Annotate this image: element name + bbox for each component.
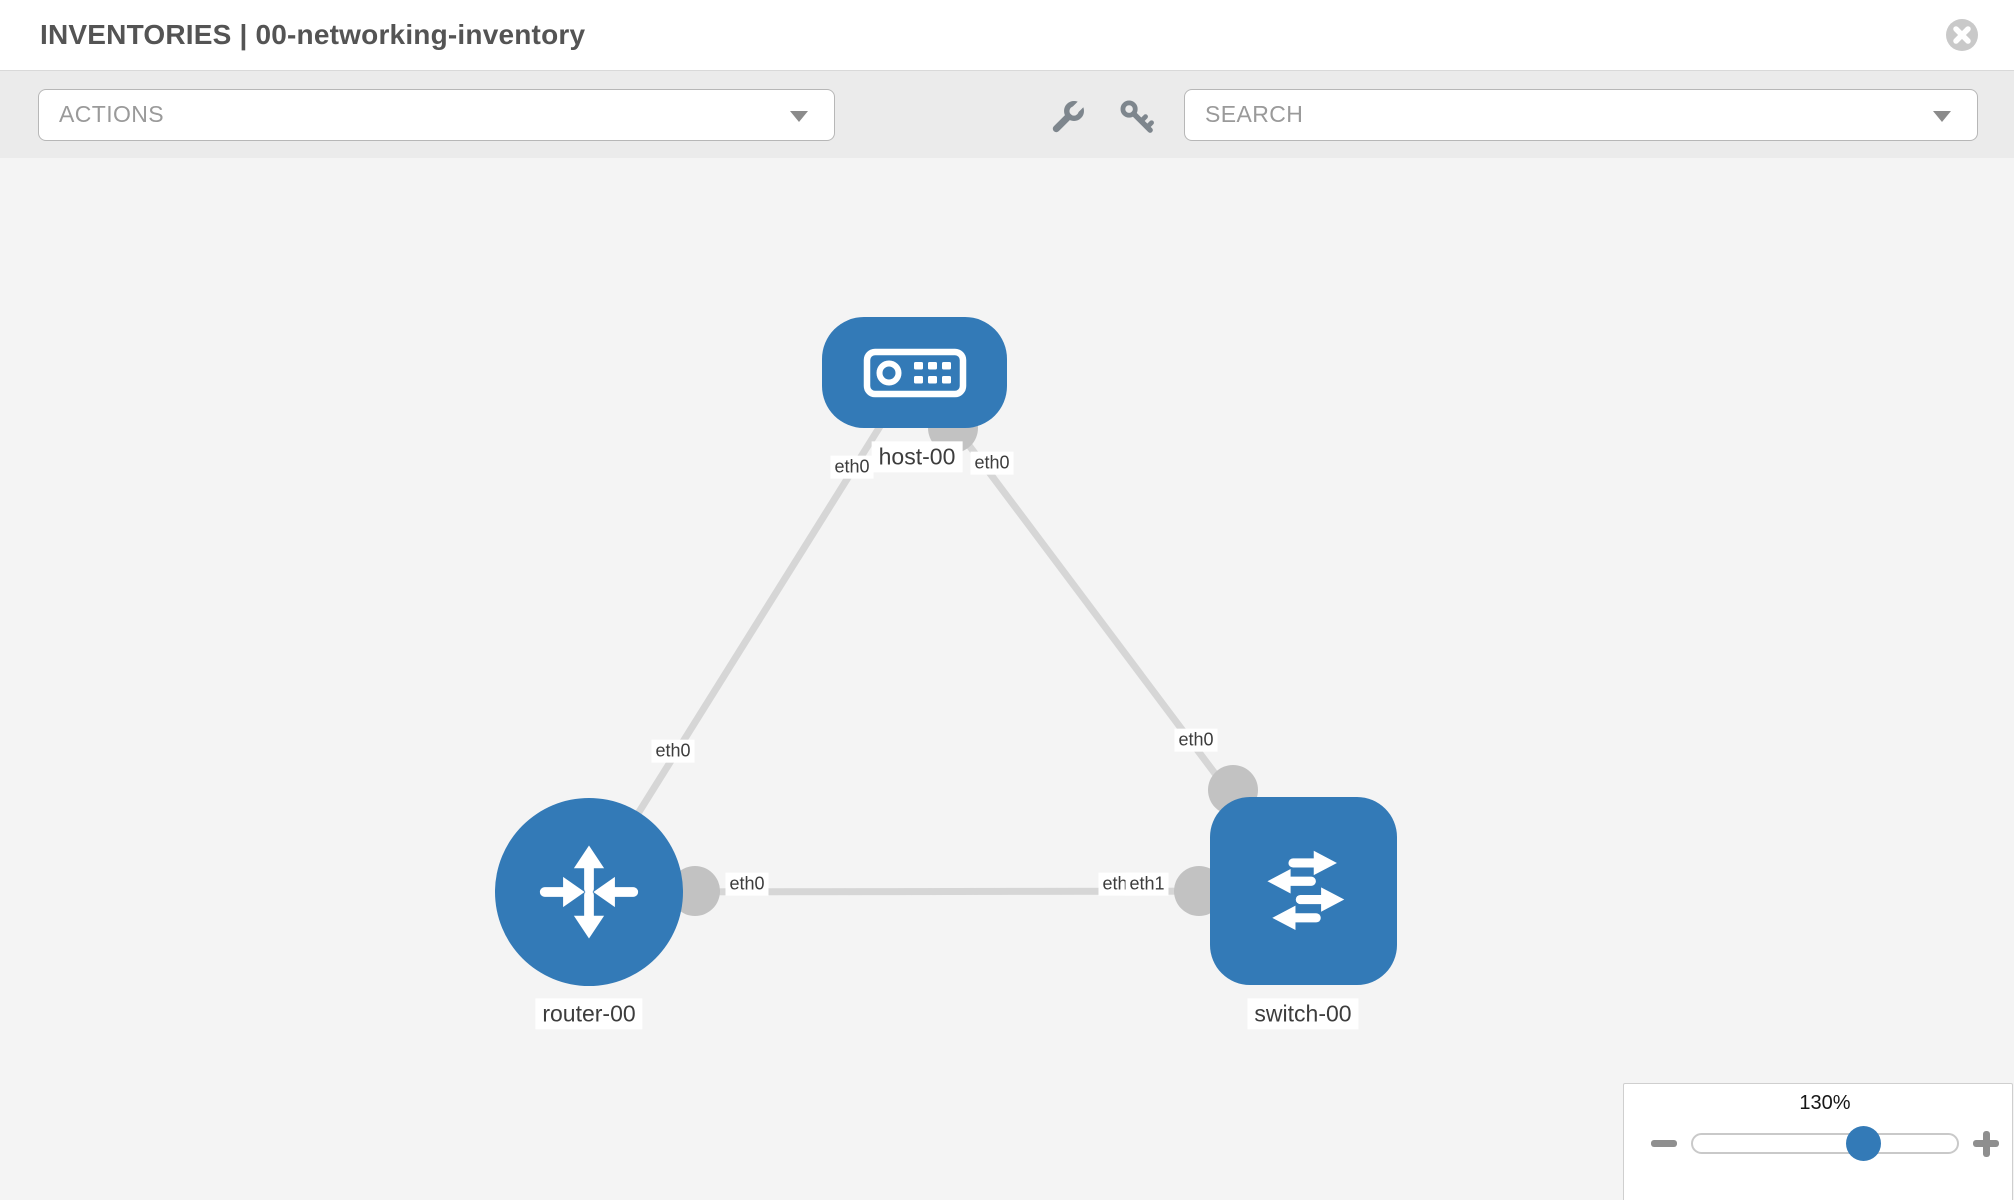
page-title: INVENTORIES | 00-networking-inventory — [40, 19, 586, 50]
zoom-in-button[interactable] — [1966, 1129, 1999, 1159]
search-dropdown-label: SEARCH — [1205, 101, 1304, 127]
interface-label: eth0 — [830, 455, 874, 479]
minus-icon — [1651, 1140, 1677, 1147]
zoom-out-button[interactable] — [1644, 1129, 1677, 1159]
search-dropdown[interactable]: SEARCH — [1184, 89, 1978, 141]
credentials-button[interactable] — [1118, 98, 1156, 136]
interface-label: eth1 — [1125, 872, 1169, 896]
zoom-slider-track[interactable] — [1691, 1133, 1959, 1154]
topology-canvas[interactable]: eth0 eth0 eth0 eth0 eth0 eth0 eth1 host-… — [0, 158, 2014, 1200]
header: INVENTORIES | 00-networking-inventory — [0, 0, 2014, 71]
zoom-control-panel: 130% — [1623, 1083, 2013, 1200]
links-layer — [586, 369, 1306, 916]
key-icon — [1120, 100, 1154, 133]
zoom-slider-handle[interactable] — [1846, 1126, 1881, 1161]
chevron-down-icon — [1933, 111, 1951, 122]
close-button[interactable] — [1944, 17, 1980, 53]
plus-icon — [1982, 1130, 1990, 1157]
interface-label: eth0 — [725, 872, 769, 896]
chevron-down-icon — [790, 111, 808, 122]
actions-dropdown[interactable]: ACTIONS — [38, 89, 835, 141]
interface-label: eth0 — [1174, 728, 1218, 752]
configure-button[interactable] — [1049, 96, 1089, 136]
toolbar: ACTIONS SEARCH — [0, 71, 2014, 159]
close-icon — [1946, 19, 1978, 51]
switch-icon — [1266, 850, 1344, 931]
actions-dropdown-label: ACTIONS — [59, 101, 165, 127]
node-switch-00[interactable] — [1210, 797, 1397, 985]
node-label-router: router-00 — [535, 998, 643, 1030]
interface-label: eth0 — [651, 739, 695, 763]
interface-label: eth0 — [970, 451, 1014, 475]
router-icon — [539, 845, 639, 939]
node-host-00[interactable] — [822, 317, 1007, 428]
node-router-00[interactable] — [495, 798, 683, 986]
wrench-icon — [1052, 96, 1089, 133]
zoom-level-value: 130% — [1799, 1092, 1851, 1114]
interface-endpoint — [670, 866, 720, 916]
node-label-switch: switch-00 — [1247, 998, 1359, 1030]
host-icon — [863, 348, 966, 397]
node-label-host: host-00 — [871, 441, 963, 473]
